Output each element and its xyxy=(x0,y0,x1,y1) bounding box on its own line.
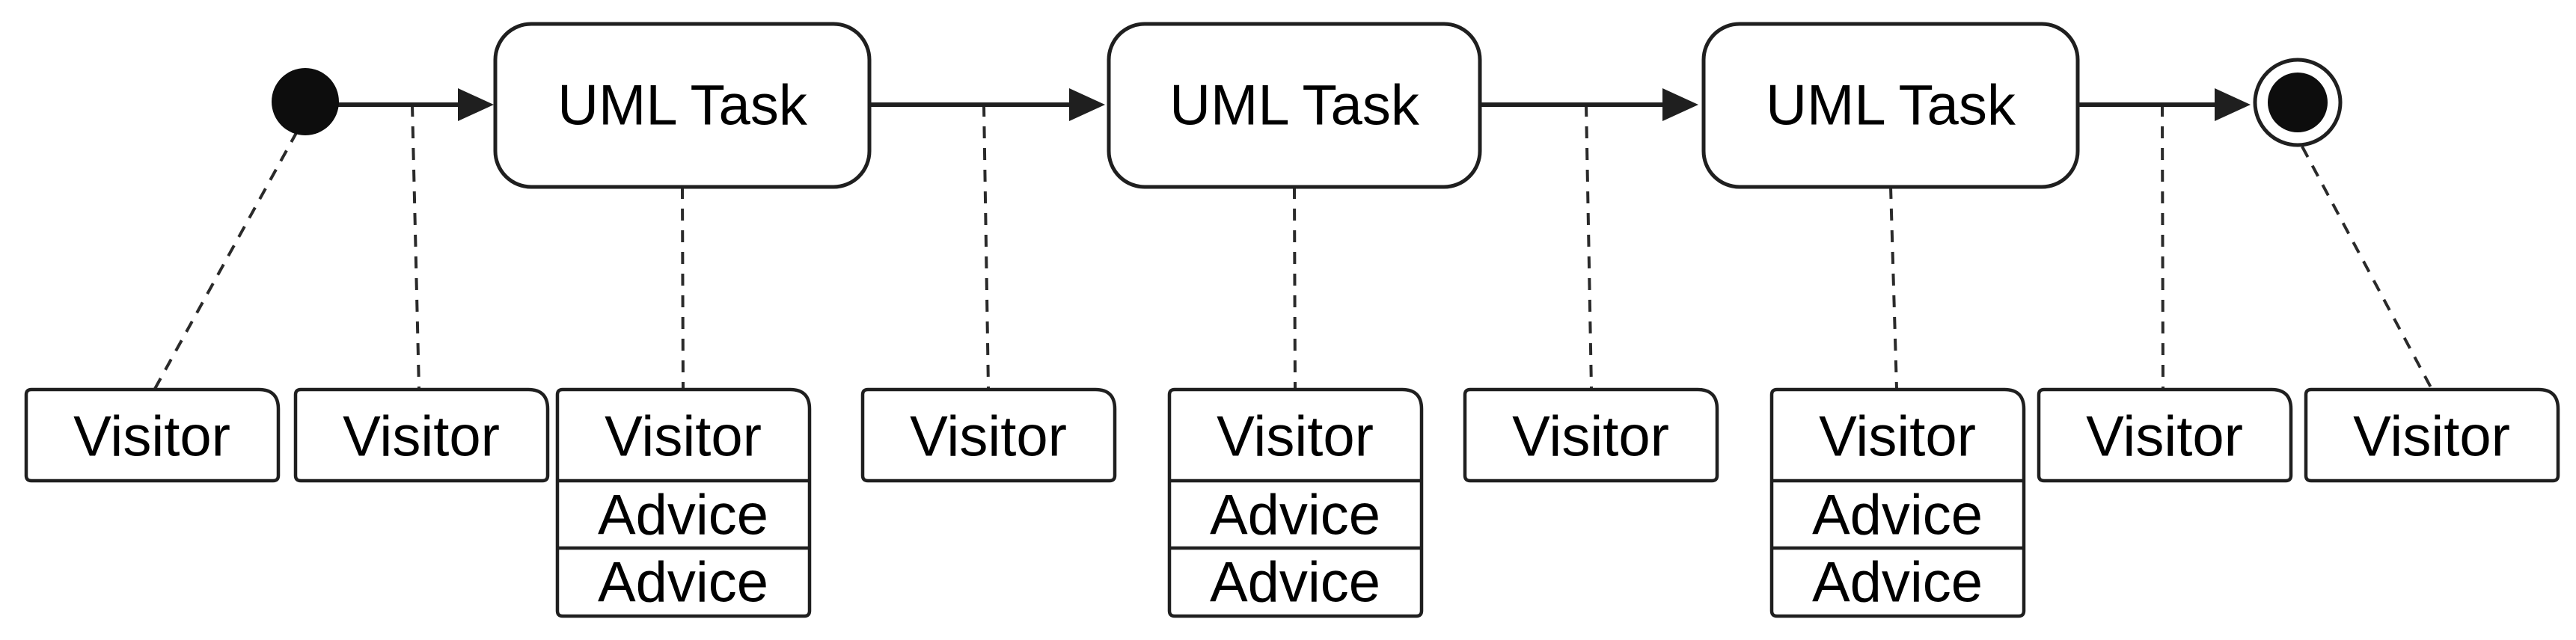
attachment-dashed-line-task3-to-visitor7 xyxy=(1889,186,1898,390)
visitor-note-label: Visitor xyxy=(1217,405,1374,469)
visitor-note-label: Visitor xyxy=(343,405,500,469)
advice-compartment-label: Advice xyxy=(1812,484,1983,547)
visitor-note-1: Visitor xyxy=(24,387,281,483)
attachment-dashed-line-end-to-visitor9 xyxy=(2301,146,2433,390)
control-flow-3 xyxy=(1480,88,1698,121)
visitor-note-shape xyxy=(24,387,281,483)
task-node-shape xyxy=(1701,22,2080,189)
visitor-note-9: Visitor xyxy=(2304,387,2560,483)
visitor-note-label: Visitor xyxy=(1512,405,1669,469)
visitor-note-label: Visitor xyxy=(2353,405,2510,469)
visitor-note-shape xyxy=(860,387,1117,483)
visitor-note-shape xyxy=(293,387,550,483)
visitor-note-shape xyxy=(2037,387,2293,483)
attachment-dashed-line-flow4-to-visitor8 xyxy=(2161,104,2164,390)
attachment-dashed-line-task2-to-visitor5 xyxy=(1293,186,1297,390)
task-node-2: UML Task xyxy=(1107,22,1482,189)
advice-compartment-label: Advice xyxy=(1210,484,1380,547)
control-flow-2 xyxy=(869,88,1105,121)
advice-compartment-label: Advice xyxy=(1210,551,1380,615)
task-node-label: UML Task xyxy=(1766,74,2016,138)
visitor-note-8: Visitor xyxy=(2037,387,2293,483)
task-node-shape xyxy=(1107,22,1482,189)
initial-node-icon xyxy=(272,68,339,135)
visitor-note-7: Visitor Advice Advice xyxy=(1769,387,2026,618)
visitor-note-shape xyxy=(1167,387,1424,618)
task-node-label: UML Task xyxy=(1169,74,1420,138)
task-node-label: UML Task xyxy=(557,74,808,138)
visitor-note-label: Visitor xyxy=(605,405,762,469)
visitor-note-shape xyxy=(2304,387,2560,483)
visitor-note-2: Visitor xyxy=(293,387,550,483)
visitor-note-label: Visitor xyxy=(1819,405,1976,469)
arrowhead-icon xyxy=(1662,88,1698,121)
visitor-note-5: Visitor Advice Advice xyxy=(1167,387,1424,618)
attachment-dashed-line-flow3-to-visitor6 xyxy=(1585,104,1593,390)
task-node-3: UML Task xyxy=(1701,22,2080,189)
arrowhead-icon xyxy=(1069,88,1105,121)
advice-compartment-label: Advice xyxy=(1812,551,1983,615)
attachment-dashed-line-task1-to-visitor3 xyxy=(681,186,685,390)
visitor-note-shape xyxy=(555,387,812,618)
advice-compartment-label: Advice xyxy=(598,484,768,547)
activity-final-node-icon xyxy=(2253,58,2343,147)
task-node-1: UML Task xyxy=(493,22,872,189)
control-flow-1 xyxy=(338,88,494,121)
task-node-shape xyxy=(493,22,872,189)
visitor-note-label: Visitor xyxy=(73,405,230,469)
advice-compartment-label: Advice xyxy=(598,551,768,615)
visitor-note-6: Visitor xyxy=(1463,387,1719,483)
arrowhead-icon xyxy=(2215,88,2251,121)
final-node-inner-dot xyxy=(2268,73,2328,132)
visitor-note-label: Visitor xyxy=(2086,405,2243,469)
attachment-dashed-line-flow1-to-visitor2 xyxy=(411,104,420,390)
visitor-note-shape xyxy=(1769,387,2026,618)
visitor-note-label: Visitor xyxy=(910,405,1067,469)
control-flow-4 xyxy=(2078,88,2251,121)
arrowhead-icon xyxy=(458,88,494,121)
visitor-note-4: Visitor xyxy=(860,387,1117,483)
visitor-note-3: Visitor Advice Advice xyxy=(555,387,812,618)
attachment-dashed-line-flow2-to-visitor4 xyxy=(982,104,990,390)
attachment-dashed-line-start-to-visitor1 xyxy=(153,131,299,390)
visitor-note-shape xyxy=(1463,387,1719,483)
